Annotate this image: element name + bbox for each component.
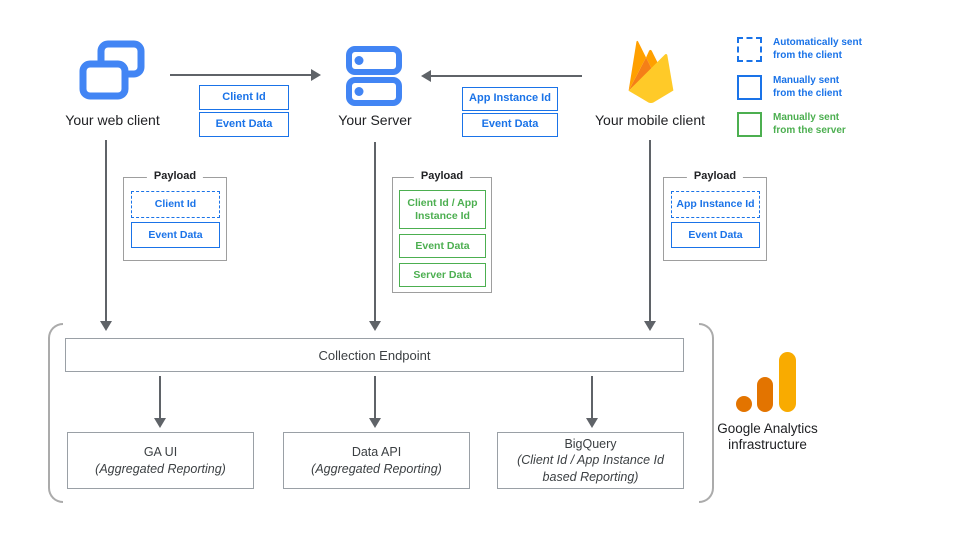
payload-mobile-app-instance-id: App Instance Id — [671, 191, 760, 218]
arrow-mobile-to-endpoint — [644, 140, 656, 331]
bigquery-box: BigQuery (Client Id / App Instance Id ba… — [497, 432, 684, 489]
payload-server-event-data: Event Data — [399, 234, 486, 258]
legend-label: Automatically sent from the client — [773, 37, 862, 61]
tag-client-id: Client Id — [199, 85, 289, 110]
payload-mobile-title: Payload — [686, 170, 744, 182]
arrow-server-to-endpoint — [369, 142, 381, 331]
web-client-label: Your web client — [65, 112, 160, 128]
arrow-web-to-endpoint — [100, 140, 112, 331]
payload-web-event-data: Event Data — [131, 222, 220, 248]
legend-item-auto-client: Automatically sent from the client — [737, 36, 917, 62]
payload-web-title: Payload — [146, 170, 204, 182]
payload-server: Payload Client Id / App Instance Id Even… — [392, 170, 492, 293]
legend-swatch-solid-green — [737, 111, 762, 137]
mobile-client-label: Your mobile client — [595, 112, 705, 128]
payload-server-ids: Client Id / App Instance Id — [399, 190, 486, 229]
tag-event-data-mobile: Event Data — [462, 113, 558, 137]
arrow-endpoint-to-ga-ui — [154, 376, 166, 428]
data-api-subtitle: (Aggregated Reporting) — [311, 461, 442, 476]
ga-ui-box: GA UI (Aggregated Reporting) — [67, 432, 254, 489]
legend-item-manual-client: Manually sent from the client — [737, 74, 917, 100]
bracket-left — [48, 323, 63, 503]
web-client-icon — [79, 40, 145, 100]
data-api-title: Data API — [351, 445, 402, 460]
payload-mobile: Payload App Instance Id Event Data — [663, 170, 767, 261]
collection-endpoint-label: Collection Endpoint — [318, 347, 431, 363]
tag-app-instance-id: App Instance Id — [462, 87, 558, 111]
payload-web-client-id: Client Id — [131, 191, 220, 218]
bigquery-title: BigQuery — [564, 437, 617, 452]
arrow-endpoint-to-bigquery — [586, 376, 598, 428]
payload-web: Payload Client Id Event Data — [123, 170, 227, 261]
firebase-flame-icon — [628, 40, 674, 104]
data-api-box: Data API (Aggregated Reporting) — [283, 432, 470, 489]
payload-server-server-data: Server Data — [399, 263, 486, 287]
payload-server-title: Payload — [413, 170, 471, 182]
server-icon — [346, 46, 402, 106]
bracket-right — [699, 323, 714, 503]
bigquery-subtitle: (Client Id / App Instance Id based Repor… — [517, 453, 664, 484]
payload-mobile-event-data: Event Data — [671, 222, 760, 248]
arrow-endpoint-to-data-api — [369, 376, 381, 428]
legend-label: Manually sent from the server — [773, 112, 846, 136]
ga-infrastructure-label: Google Analytics infrastructure — [717, 421, 818, 453]
arrow-web-to-server — [170, 69, 321, 81]
arrow-mobile-to-server — [421, 70, 582, 82]
legend-swatch-dashed-blue — [737, 36, 762, 62]
collection-endpoint-box: Collection Endpoint — [65, 338, 684, 372]
tag-event-data-web: Event Data — [199, 112, 289, 137]
legend-item-manual-server: Manually sent from the server — [737, 111, 917, 137]
legend-label: Manually sent from the client — [773, 75, 842, 99]
legend-swatch-solid-blue — [737, 74, 762, 100]
ga-ui-subtitle: (Aggregated Reporting) — [95, 461, 226, 476]
server-label: Your Server — [338, 112, 412, 128]
ga-ui-title: GA UI — [143, 445, 178, 460]
google-analytics-logo — [736, 352, 796, 412]
